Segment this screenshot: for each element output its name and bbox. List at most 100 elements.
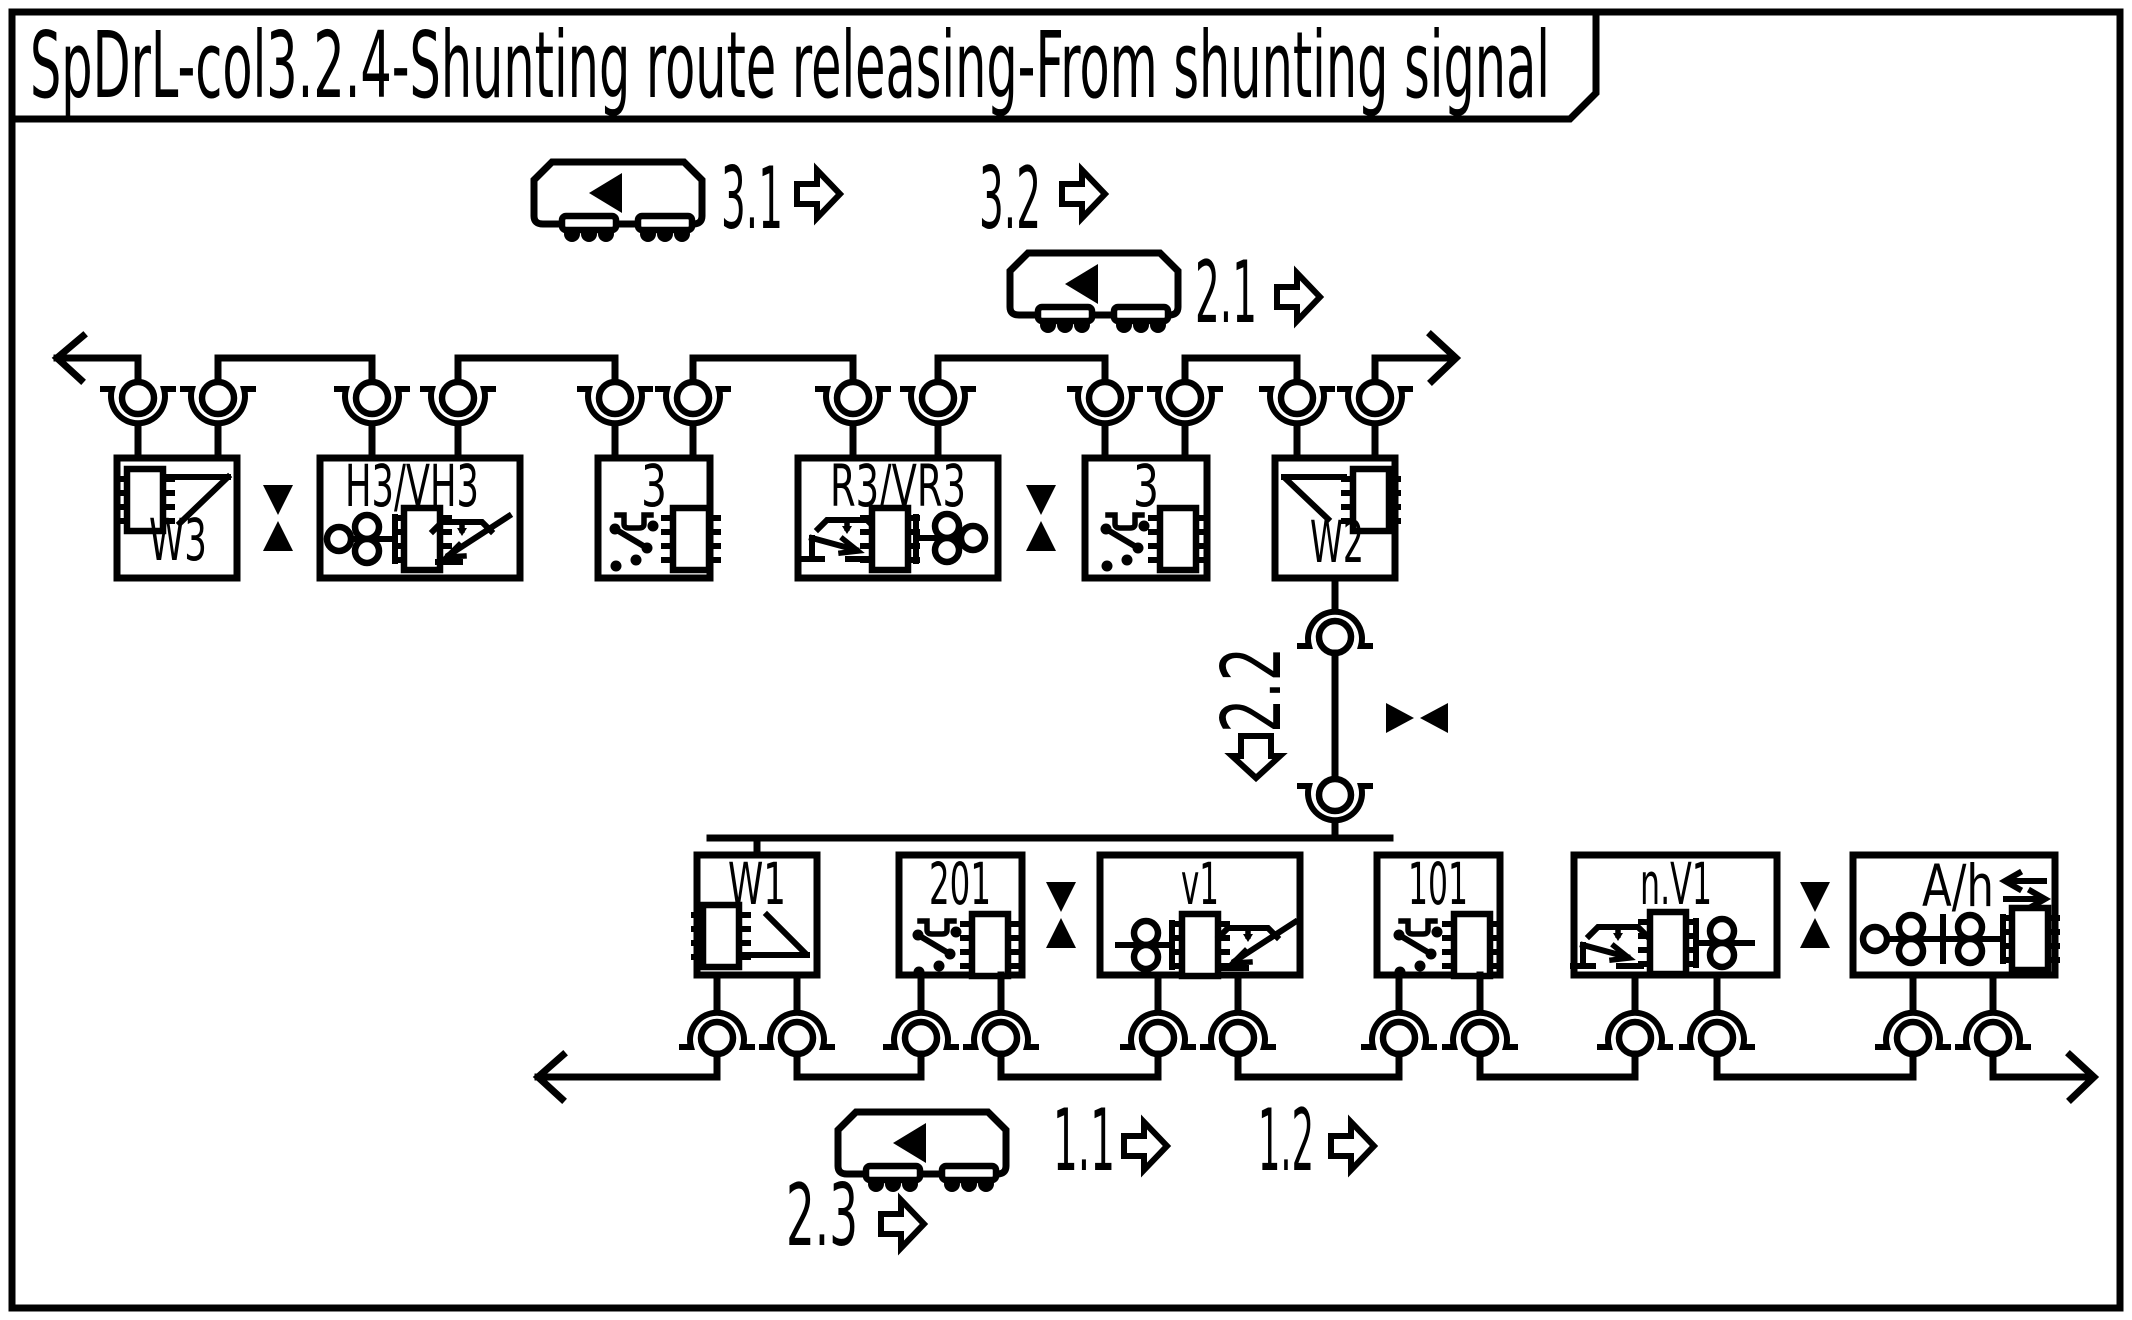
route-label-1-2: 1.2 bbox=[1258, 1091, 1314, 1191]
relay-box-w2: W2 bbox=[1271, 454, 1398, 582]
box-label-201: 201 bbox=[929, 850, 991, 918]
route-arrow-1-1-icon bbox=[1124, 1122, 1167, 1170]
box-label-3a: 3 bbox=[641, 452, 667, 520]
plug-contact-icon bbox=[1262, 382, 1332, 423]
coil-icon bbox=[935, 514, 959, 562]
coil-icon bbox=[355, 515, 379, 563]
plug-contact-icon bbox=[337, 382, 407, 423]
lamp-icon bbox=[957, 522, 989, 554]
relay-box-101: 101 bbox=[1373, 850, 1504, 978]
title-box bbox=[8, 8, 1600, 123]
lamp-icon bbox=[323, 523, 355, 555]
relay-box-nv1: n.V1 bbox=[1573, 850, 1781, 979]
plug-contact-icon bbox=[1445, 1013, 1515, 1054]
hourglass-icon bbox=[1026, 485, 1056, 551]
bus-segment bbox=[934, 354, 1109, 386]
route-arrow-3-2-icon bbox=[1062, 170, 1105, 218]
relay-box-3a: 3 bbox=[594, 452, 718, 582]
relay-icon bbox=[963, 914, 1017, 976]
double-arrow-icon bbox=[1998, 868, 2052, 912]
bus-segment bbox=[997, 1050, 1162, 1081]
box-label-3b: 3 bbox=[1133, 452, 1159, 520]
relay-box-w3: W3 bbox=[113, 454, 241, 582]
relay-icon bbox=[1641, 912, 1695, 974]
bus-segment bbox=[793, 1050, 925, 1081]
bus-segment bbox=[214, 354, 376, 386]
box-label-nv1: n.V1 bbox=[1640, 850, 1712, 918]
coil-icon bbox=[1958, 915, 1982, 963]
bus-segment bbox=[53, 354, 142, 386]
bus-segment bbox=[1713, 1050, 1917, 1081]
route-label-2-1: 2.1 bbox=[1195, 243, 1257, 343]
route-label-1-1: 1.1 bbox=[1053, 1091, 1115, 1191]
plug-contact-icon bbox=[1070, 382, 1140, 423]
relay-icon bbox=[863, 508, 917, 570]
bus-segment bbox=[1476, 1050, 1639, 1081]
route-label-3-1: 3.1 bbox=[721, 149, 783, 249]
middle-link: 2.2 bbox=[1205, 574, 1448, 842]
top-row-plug-contacts bbox=[103, 382, 1410, 462]
plug-contact-icon bbox=[1123, 1013, 1193, 1054]
coil-icon bbox=[1899, 915, 1923, 963]
relay-box-r3vr3: R3/VR3 bbox=[794, 452, 1002, 582]
bus-segment bbox=[1181, 354, 1301, 386]
plug-contact-icon bbox=[103, 382, 173, 423]
plug-contact-icon bbox=[1300, 612, 1370, 653]
route-arrow-2-1-icon bbox=[1277, 273, 1320, 321]
plug-contact-icon bbox=[1878, 1013, 1948, 1054]
hourglass-icon bbox=[1046, 882, 1076, 948]
hourglass-icon bbox=[1386, 703, 1448, 733]
box-label-w3: W3 bbox=[149, 506, 207, 574]
plug-contact-icon bbox=[682, 1013, 752, 1054]
plug-contact-icon bbox=[1203, 1013, 1273, 1054]
wagon-icon bbox=[534, 162, 702, 242]
box-label-101: 101 bbox=[1408, 850, 1468, 918]
bus-segment bbox=[1989, 1050, 2090, 1081]
plug-contact-icon bbox=[1958, 1013, 2028, 1054]
relay-box-w1: W1 bbox=[694, 850, 821, 979]
plug-contact-icon bbox=[903, 382, 973, 423]
bottom-bus bbox=[532, 1050, 2100, 1104]
contact-stubs bbox=[134, 421, 1379, 462]
bus-segment bbox=[454, 354, 619, 386]
bus-segment bbox=[1371, 354, 1456, 386]
link-lines bbox=[1872, 914, 2006, 964]
relay-icon bbox=[694, 905, 748, 967]
route-arrow-1-2-icon bbox=[1331, 1122, 1374, 1170]
relay-icon bbox=[664, 508, 718, 570]
plug-contact-icon bbox=[818, 382, 888, 423]
plug-contact-icon bbox=[183, 382, 253, 423]
plug-contact-icon bbox=[1600, 1013, 1670, 1054]
relay-icon bbox=[1445, 914, 1499, 976]
bus-segment bbox=[534, 1050, 721, 1081]
route-arrow-2-2-icon bbox=[1232, 736, 1280, 778]
relay-box-201: 201 bbox=[895, 850, 1026, 978]
route-label-2-2: 2.2 bbox=[1205, 647, 1300, 733]
plug-contact-icon bbox=[1364, 1013, 1434, 1054]
bottom-row-plug-contacts bbox=[682, 971, 2028, 1054]
plug-contact-icon bbox=[886, 1013, 956, 1054]
relay-box-3b: 3 bbox=[1081, 452, 1211, 582]
relay-box-ah: A/h bbox=[1849, 851, 2057, 979]
relay-box-h3vh3: H3/VH3 bbox=[316, 452, 524, 582]
hourglass-icon bbox=[263, 485, 293, 551]
box-label-w2: W2 bbox=[1310, 508, 1364, 576]
box-label-v1: v1 bbox=[1181, 850, 1219, 918]
plug-contact-icon bbox=[1150, 382, 1220, 423]
coil-icon bbox=[1710, 919, 1734, 967]
contact-stubs bbox=[713, 971, 1997, 1015]
lamp-icon bbox=[1859, 923, 1891, 955]
route-label-2-3: 2.3 bbox=[786, 1166, 858, 1266]
plug-contact-icon bbox=[580, 382, 650, 423]
wagon-icon bbox=[838, 1112, 1006, 1192]
route-arrow-2-3-icon bbox=[881, 1200, 924, 1248]
bus-segment bbox=[689, 354, 857, 386]
plug-contact-icon bbox=[658, 382, 728, 423]
relay-box-v1: v1 bbox=[1096, 850, 1304, 976]
bus-segment bbox=[1234, 1050, 1403, 1081]
plug-contact-icon bbox=[423, 382, 493, 423]
box-label-ah: A/h bbox=[1922, 852, 1994, 920]
bus-arrow-right-icon bbox=[1426, 330, 1462, 386]
